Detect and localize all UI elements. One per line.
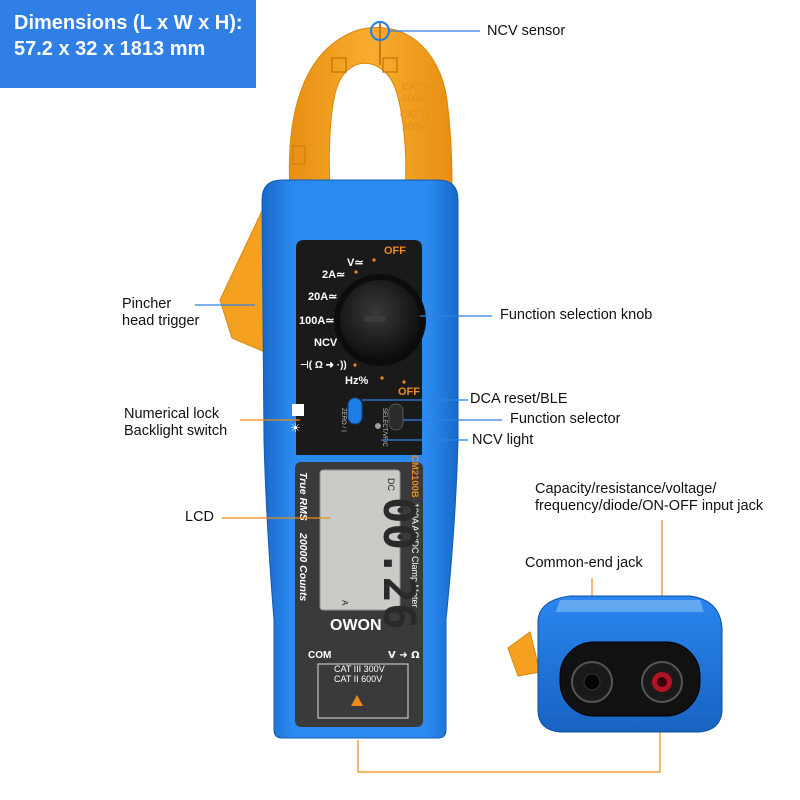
model-desc: 100A AC/DC Clamp Meter	[410, 503, 420, 608]
lcd-reading: 00.26	[373, 497, 424, 629]
dial-100a: 100A≃	[299, 315, 335, 327]
true-rms-label: True RMS	[297, 472, 309, 521]
label-ncv-sensor: NCV sensor	[487, 23, 566, 39]
model-name: CM2100B	[409, 455, 420, 498]
label-input-jack-1: Capacity/resistance/voltage/	[535, 481, 717, 497]
label-dca-reset: DCA reset/BLE	[470, 391, 568, 407]
dial-20a: 20A≃	[308, 291, 337, 303]
callout-lines	[195, 30, 502, 441]
jaw-cat-2: CAT III	[400, 110, 430, 121]
select-label: SELECT/VF/C	[381, 408, 387, 447]
dial-ncv: NCV	[314, 337, 338, 349]
knob-pointer	[364, 316, 386, 322]
label-knob: Function selection knob	[500, 307, 653, 323]
label-common-jack: Common-end jack	[525, 555, 643, 571]
jaw-mark-left	[331, 57, 347, 73]
lcd-dc: DC	[386, 478, 396, 491]
ncv-light-led	[375, 423, 381, 429]
dial-v: V≃	[347, 257, 364, 269]
dimensions-banner: Dimensions (L x W x H): 57.2 x 32 x 1813…	[0, 0, 256, 88]
jaw-cat-1: CAT II	[402, 82, 429, 93]
jaw-notch	[292, 145, 306, 165]
jack-box	[317, 663, 409, 719]
jaw-cat-1-v: 600V	[402, 94, 426, 105]
label-numlock-2: Backlight switch	[124, 423, 228, 439]
dial-off-bottom: OFF	[398, 386, 420, 398]
input-jack-hole	[657, 677, 667, 687]
svg-text:☀: ☀	[290, 421, 301, 435]
lcd-unit: A	[340, 600, 349, 606]
warning-icon	[351, 695, 363, 706]
dial-resistance: ⊣( Ω ➜ ·))	[300, 360, 347, 371]
orange-cable-stub	[507, 631, 541, 677]
counts-label: 20000 Counts	[297, 532, 309, 601]
dimensions-title: Dimensions (L x W x H):	[14, 12, 243, 34]
zero-label: ZERO / ᛒ	[340, 408, 347, 433]
function-selector-button	[388, 403, 404, 431]
bottom-edge-highlight	[556, 600, 704, 612]
common-jack-hole	[583, 673, 601, 691]
cat-rating-a: CAT III 300V	[334, 664, 385, 674]
clamp-jaw	[288, 26, 453, 191]
label-function-selector: Function selector	[510, 411, 621, 427]
jaw-mark-right	[382, 57, 398, 73]
jaw-cat-2-v: 300V	[402, 122, 426, 133]
dial-hz: Hz%	[345, 375, 368, 387]
com-label: COM	[308, 650, 331, 661]
dial-off-top: OFF	[384, 245, 406, 257]
label-pincher-2: head trigger	[122, 313, 200, 329]
dial-2a: 2A≃	[322, 269, 345, 281]
dca-reset-button	[347, 397, 363, 425]
label-input-jack-2: frequency/diode/ON-OFF input jack	[535, 498, 764, 514]
dimensions-value: 57.2 x 32 x 1813 mm	[14, 38, 206, 60]
input-label: V ➜ Ω	[388, 650, 420, 661]
label-ncv-light: NCV light	[472, 432, 534, 448]
label-lcd: LCD	[185, 509, 215, 525]
numlock-icon	[292, 404, 304, 416]
cat-rating-b: CAT II 600V	[334, 674, 382, 684]
label-pincher-1: Pincher	[122, 296, 172, 312]
brand-logo: OWON	[330, 617, 382, 634]
lcd-screen	[319, 469, 401, 611]
label-numlock-1: Numerical lock	[124, 406, 220, 422]
